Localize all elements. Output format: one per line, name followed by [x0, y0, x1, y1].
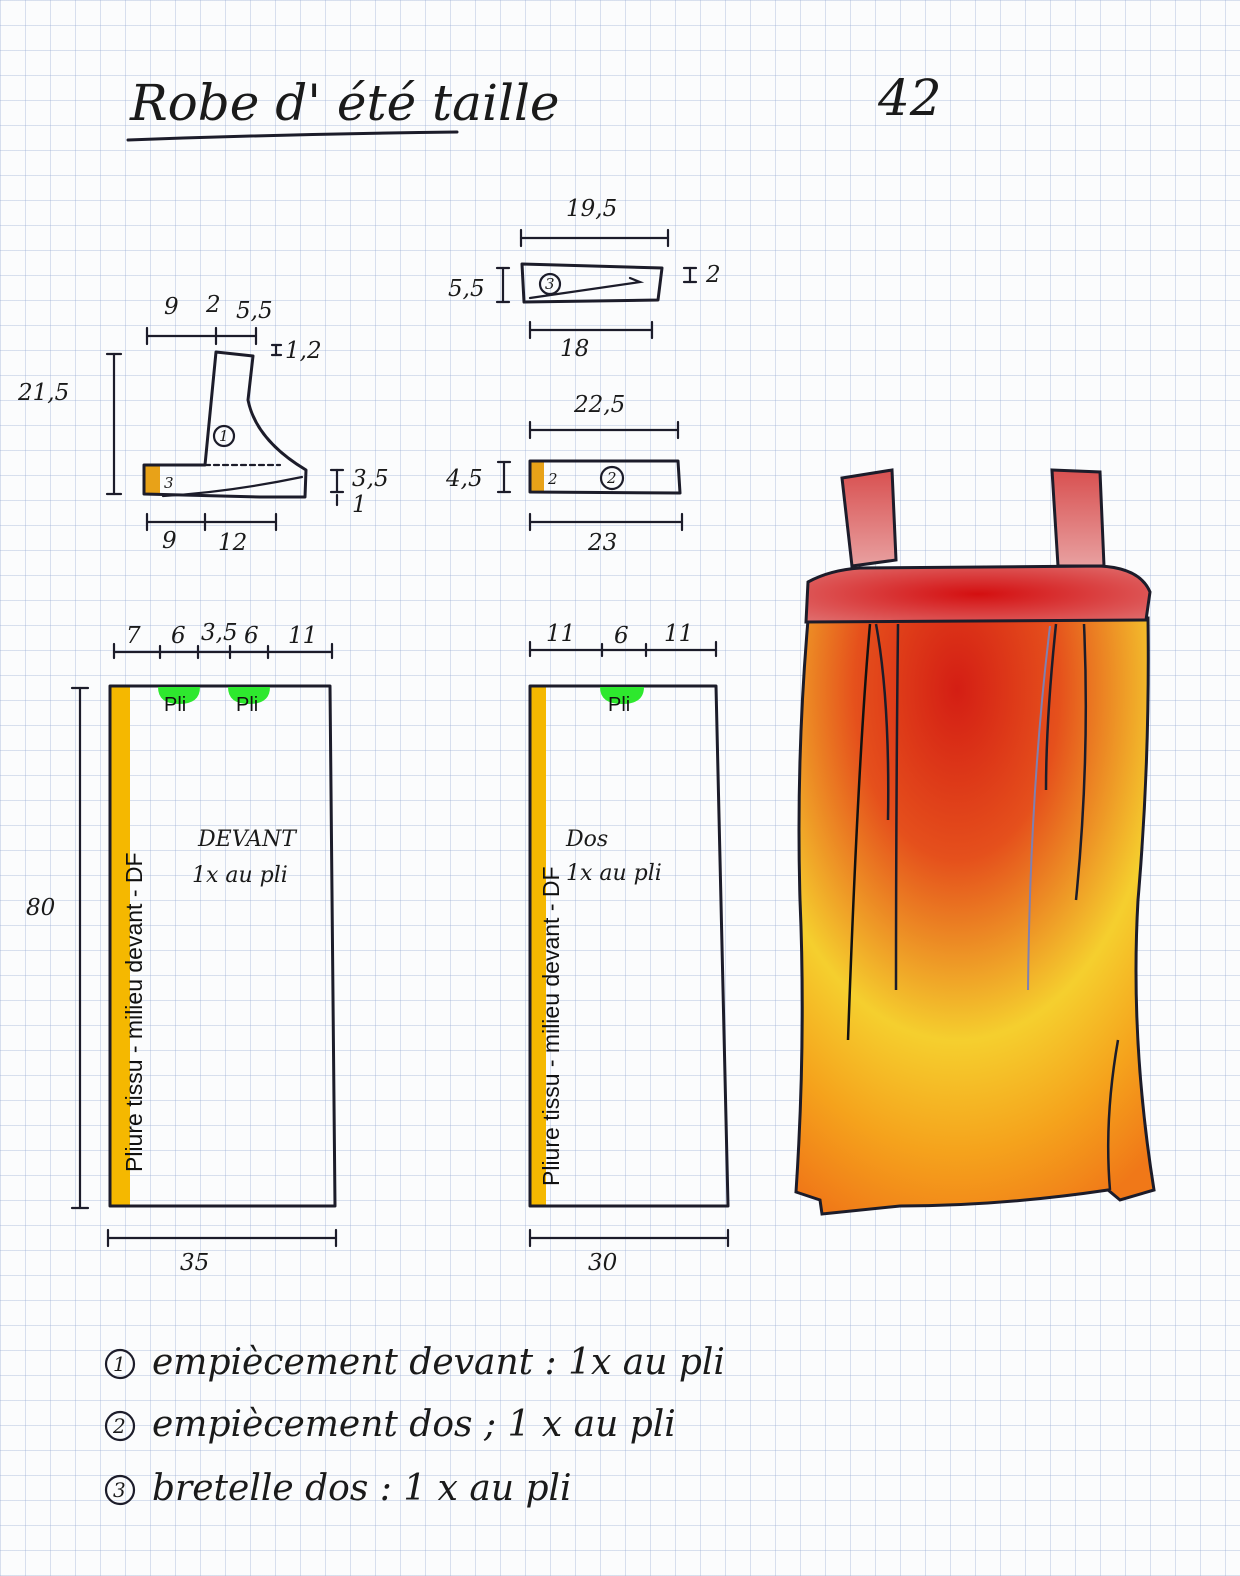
legend-2-num: 2 — [112, 1414, 126, 1438]
title-text: Robe d' été taille — [129, 74, 560, 132]
front-dim-top-2: 6 — [171, 623, 186, 649]
piece-3-back-strap: 19,5 5,5 3 2 18 — [448, 196, 721, 362]
p1-dim-bottom-2: 12 — [218, 530, 247, 556]
dress-strap-left — [840, 468, 898, 568]
p2-dim-height: 4,5 — [445, 466, 483, 492]
front-panel: 7 6 3,5 6 11 80 Pliure tissu - milieu de… — [26, 620, 338, 1276]
front-panel-outline — [108, 684, 337, 1208]
svg-text:3: 3 — [164, 474, 174, 492]
piece-2-back-yoke: 22,5 4,5 2 2 23 — [445, 392, 684, 556]
front-dim-top-5: 11 — [288, 623, 317, 649]
back-fold-strip — [530, 686, 546, 1206]
dress-skirt — [794, 616, 1156, 1216]
front-pleat-1 — [158, 687, 200, 704]
front-dim-height: 80 — [26, 895, 55, 921]
p1-dim-top-3: 5,5 — [236, 298, 273, 324]
p3-dim-bottom: 18 — [560, 336, 589, 362]
front-pleat-2 — [228, 687, 270, 704]
back-dim-width: 30 — [588, 1250, 617, 1276]
p1-number: 1 — [219, 427, 229, 445]
dress-yoke — [804, 564, 1152, 624]
back-dim-top-1: 11 — [546, 621, 575, 647]
back-panel-name: Dos — [565, 827, 608, 852]
back-panel-outline — [528, 684, 730, 1208]
p1-dim-bottom-1: 9 — [162, 528, 177, 554]
front-dim-top-4: 6 — [244, 623, 259, 649]
title-underline — [126, 130, 459, 142]
back-panel-cut: 1x au pli — [566, 861, 662, 886]
p2-dim-top: 22,5 — [573, 392, 625, 418]
size-label: 42 — [877, 69, 942, 127]
p3-number: 3 — [545, 275, 555, 293]
legend-3-num: 3 — [113, 1478, 126, 1502]
back-dim-top-3: 11 — [664, 621, 693, 647]
dress-strap-right — [1050, 468, 1106, 568]
p1-dim-top-1: 9 — [164, 294, 179, 320]
legend-1-num: 1 — [113, 1352, 126, 1376]
legend: 1 empiècement devant : 1x au pli 2 empiè… — [104, 1342, 725, 1509]
front-panel-cut: 1x au pli — [192, 863, 288, 888]
front-dim-top-1: 7 — [126, 623, 141, 649]
p1-dim-side-2: 1 — [352, 492, 367, 518]
p1-dim-top-2: 2 — [205, 292, 221, 318]
front-fold-strip — [110, 686, 130, 1206]
back-dim-top-2: 6 — [614, 623, 629, 649]
p3-dim-top: 19,5 — [566, 196, 617, 222]
front-fold-label: Pliure tissu - milieu devant - DF — [121, 852, 147, 1172]
p3-dim-right: 2 — [705, 262, 721, 288]
front-dim-top-3: 3,5 — [201, 620, 238, 646]
svg-text:2: 2 — [547, 470, 558, 488]
back-panel: 11 6 11 Pliure tissu - milieu devant - D… — [528, 621, 730, 1276]
back-pleat-1-label: Pli — [608, 694, 630, 716]
p1-fold-marker — [144, 465, 160, 495]
front-dim-width: 35 — [180, 1250, 209, 1276]
p1-dim-side-1: 3,5 — [352, 466, 389, 492]
legend-1-text: empiècement devant : 1x au pli — [152, 1342, 725, 1383]
p2-fold-marker — [530, 462, 544, 492]
front-panel-name: DEVANT — [197, 827, 298, 852]
back-pleat-1 — [600, 687, 644, 704]
front-pleat-2-label: Pli — [236, 694, 258, 716]
p3-outline — [520, 262, 664, 304]
p1-dim-height: 21,5 — [17, 380, 69, 406]
p2-outline — [528, 459, 682, 495]
back-fold-label: Pliure tissu - milieu devant - DF — [538, 866, 564, 1186]
piece-1-front-yoke: 9 2 5,5 21,5 1 3 1,2 3,5 1 9 12 — [17, 292, 389, 556]
p2-number: 2 — [606, 469, 617, 487]
p1-dim-top-edge: 1,2 — [285, 338, 322, 364]
legend-2-text: empiècement dos ; 1 x au pli — [152, 1404, 676, 1445]
legend-3-text: bretelle dos : 1 x au pli — [152, 1468, 572, 1509]
p2-dim-bottom: 23 — [587, 530, 617, 556]
dress-illustration — [794, 468, 1156, 1216]
front-pleat-1-label: Pli — [164, 694, 186, 716]
p3-dim-height: 5,5 — [448, 276, 485, 302]
